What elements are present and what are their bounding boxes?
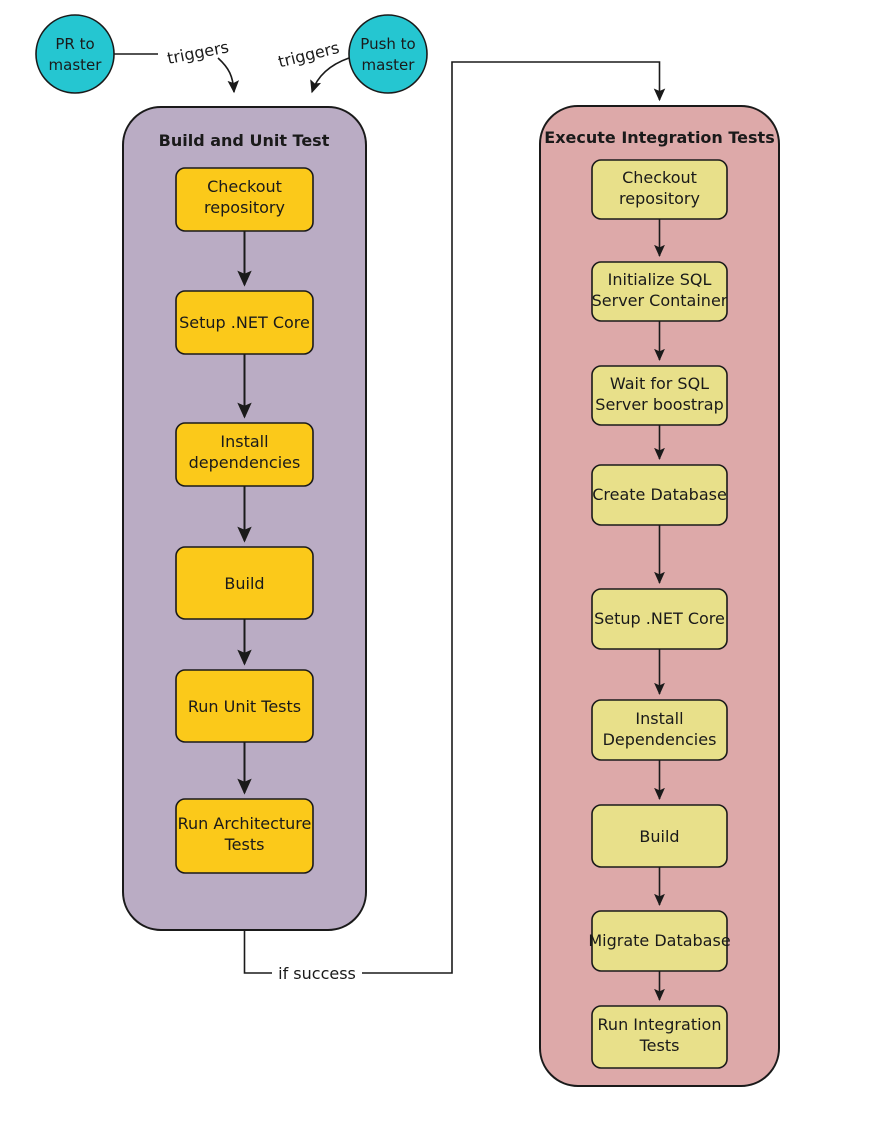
node-run-architecture-tests[interactable]: Run Architecture Tests	[175, 798, 314, 874]
node-checkout-repository-2-line1: Checkout	[622, 168, 697, 187]
node-create-database-line1: Create Database	[592, 485, 727, 504]
trigger-push-to-master-shape	[348, 14, 428, 94]
node-run-integration-tests[interactable]: Run Integration Tests	[591, 1005, 728, 1069]
node-wait-for-sql-server-boostrap-line2: Server boostrap	[595, 395, 723, 414]
node-checkout-repository-line2: repository	[204, 198, 285, 217]
node-setup-dotnet-core-2-line1: Setup .NET Core	[594, 609, 725, 628]
node-build[interactable]: Build	[175, 546, 314, 620]
node-install-dependencies-2[interactable]: Install Dependencies	[591, 699, 728, 761]
node-checkout-repository-line1: Checkout	[207, 177, 282, 196]
node-install-dependencies-2-line1: Install	[635, 709, 683, 728]
node-run-architecture-tests-shape	[175, 798, 314, 874]
node-setup-dotnet-core-line1: Setup .NET Core	[179, 313, 310, 332]
node-wait-for-sql-server-boostrap-line1: Wait for SQL	[610, 374, 709, 393]
node-migrate-database[interactable]: Migrate Database	[588, 910, 731, 972]
node-checkout-repository[interactable]: Checkout repository	[175, 167, 314, 232]
trigger-push-to-master-line2: master	[362, 56, 416, 74]
cluster-build-and-unit-test-title: Build and Unit Test	[159, 131, 330, 150]
node-initialize-sql-server-container-line2: Server Container	[592, 291, 728, 310]
trigger-pr-to-master[interactable]: PR to master	[35, 14, 115, 94]
node-wait-for-sql-server-boostrap[interactable]: Wait for SQL Server boostrap	[591, 365, 728, 426]
edge-if-success-label: if success	[278, 964, 356, 983]
node-checkout-repository-2-line2: repository	[619, 189, 700, 208]
node-run-unit-tests-line1: Run Unit Tests	[188, 697, 301, 716]
edge-if-success-path-right	[362, 61, 666, 974]
node-run-architecture-tests-line2: Tests	[224, 835, 265, 854]
trigger-push-to-master-line1: Push to	[360, 35, 415, 53]
node-run-integration-tests-line2: Tests	[639, 1036, 680, 1055]
node-setup-dotnet-core[interactable]: Setup .NET Core	[175, 290, 314, 355]
node-setup-dotnet-core-2[interactable]: Setup .NET Core	[591, 588, 728, 650]
edge-pr-triggers-label: triggers	[166, 37, 231, 68]
node-install-dependencies[interactable]: Install dependencies	[175, 422, 314, 487]
node-create-database[interactable]: Create Database	[591, 464, 728, 526]
trigger-pr-to-master-shape	[35, 14, 115, 94]
node-run-integration-tests-shape	[591, 1005, 728, 1069]
node-install-dependencies-2-line2: Dependencies	[603, 730, 717, 749]
trigger-pr-to-master-line1: PR to	[55, 35, 94, 53]
node-build-2[interactable]: Build	[591, 804, 728, 868]
trigger-pr-to-master-line2: master	[49, 56, 103, 74]
node-initialize-sql-server-container[interactable]: Initialize SQL Server Container	[591, 261, 728, 322]
node-checkout-repository-2[interactable]: Checkout repository	[591, 159, 728, 220]
trigger-push-to-master[interactable]: Push to master	[348, 14, 428, 94]
node-run-unit-tests[interactable]: Run Unit Tests	[175, 669, 314, 743]
edge-push-to-build-cluster	[310, 57, 350, 94]
cluster-execute-integration-tests-title: Execute Integration Tests	[544, 128, 774, 147]
node-install-dependencies-line1: Install	[220, 432, 268, 451]
edge-if-success-path	[243, 930, 272, 974]
node-build-2-line1: Build	[639, 827, 679, 846]
node-build-line1: Build	[224, 574, 264, 593]
node-initialize-sql-server-container-line1: Initialize SQL	[608, 270, 712, 289]
node-run-integration-tests-line1: Run Integration	[598, 1015, 722, 1034]
node-migrate-database-line1: Migrate Database	[588, 931, 730, 950]
edge-pr-to-build-cluster	[114, 53, 234, 92]
node-run-architecture-tests-line1: Run Architecture	[178, 814, 312, 833]
node-install-dependencies-line2: dependencies	[189, 453, 301, 472]
